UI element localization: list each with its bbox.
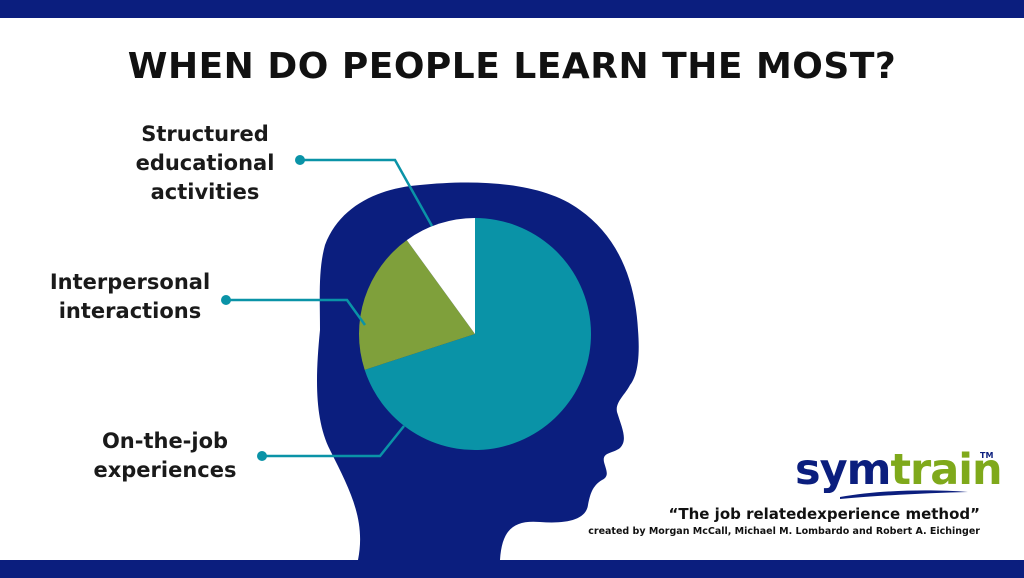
citation: “The job relatedexperience method” creat… <box>588 504 980 540</box>
citation-quote: “The job relatedexperience method” <box>668 505 980 523</box>
pie-slice-interpersonal <box>358 240 475 370</box>
callout-structured-line <box>300 158 434 227</box>
citation-credit: created by Morgan McCall, Michael M. Lom… <box>588 526 980 537</box>
callout-structured-dot <box>295 155 305 165</box>
callout-interpersonal-line <box>226 298 367 326</box>
logo-train-text: train <box>890 445 1002 495</box>
logo-swoosh <box>840 490 968 499</box>
callout-on-the-job-line <box>262 425 405 458</box>
bottom-banner-bar <box>0 560 1024 578</box>
label-on-the-job-experiences: On-the-job experiences <box>90 427 240 485</box>
label-structured-educational-activities: Structured educational activities <box>120 120 290 207</box>
label-line: interactions <box>58 299 202 323</box>
callout-interpersonal-dot <box>221 295 231 305</box>
label-line: Structured <box>141 122 269 146</box>
callout-lines <box>221 155 434 461</box>
pie-slice-structured <box>406 218 475 334</box>
label-line: experiences <box>93 458 237 482</box>
label-line: On-the-job <box>101 429 229 453</box>
callout-on-the-job-dot <box>257 451 267 461</box>
label-interpersonal-interactions: Interpersonal interactions <box>40 268 220 326</box>
pie-slice-on-the-job <box>364 218 591 450</box>
page-title: WHEN DO PEOPLE LEARN THE MOST? <box>127 46 897 87</box>
logo-sym-text: sym <box>795 445 891 495</box>
symtrain-logo: symtrain TM <box>795 445 1003 502</box>
top-banner-bar <box>0 0 1024 18</box>
label-line: educational <box>135 151 275 175</box>
pie-chart <box>358 218 591 450</box>
label-line: activities <box>150 180 260 204</box>
logo-trademark: TM <box>980 451 994 460</box>
label-line: Interpersonal <box>49 270 211 294</box>
